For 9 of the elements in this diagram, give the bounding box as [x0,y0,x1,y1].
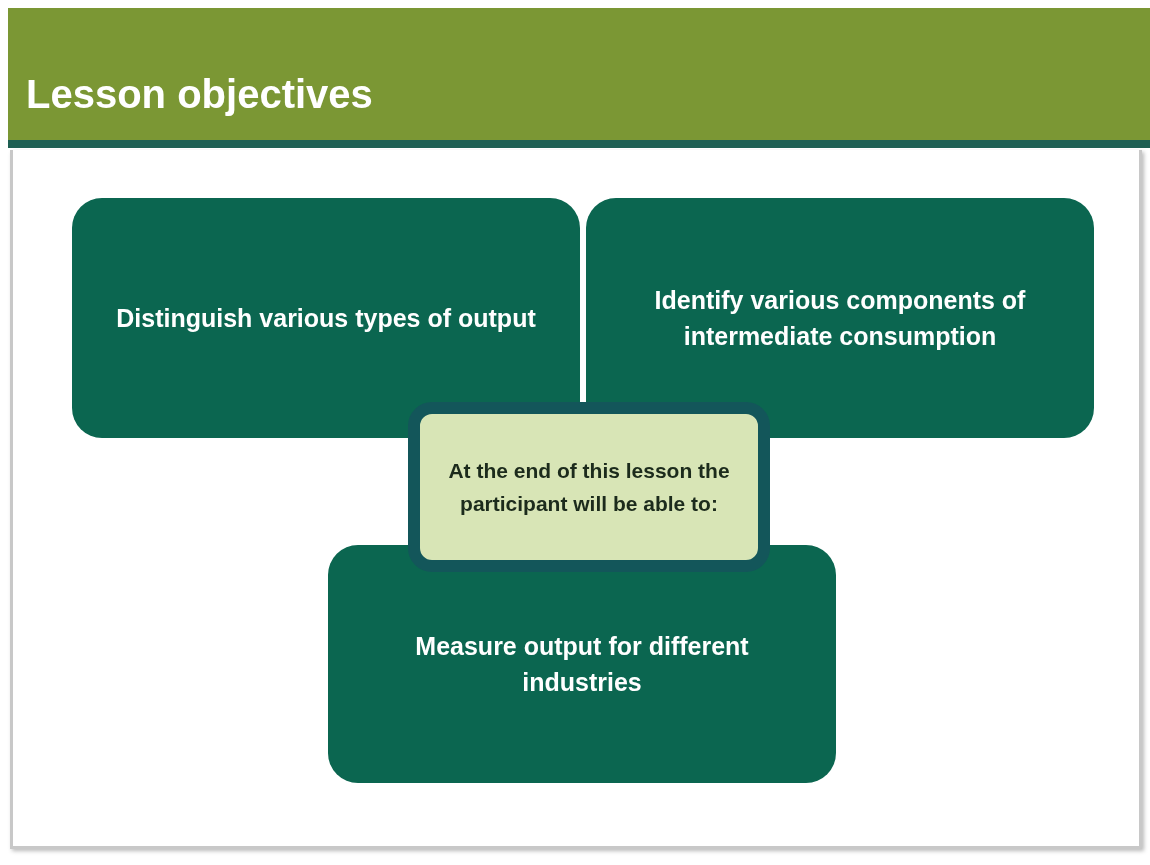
node-text: Identify various components of intermediate consumption [653,285,1027,352]
objective-box [72,198,580,438]
node-text: At the end of this lesson the participant will be able to: [447,458,731,517]
objective-box [328,545,836,783]
intro-box [408,402,770,572]
slide-title: Lesson objectives [26,72,373,117]
objective-box [586,198,1094,438]
node-text: Measure output for different industries [414,631,750,698]
node-text: Distinguish various types of output [116,303,536,334]
